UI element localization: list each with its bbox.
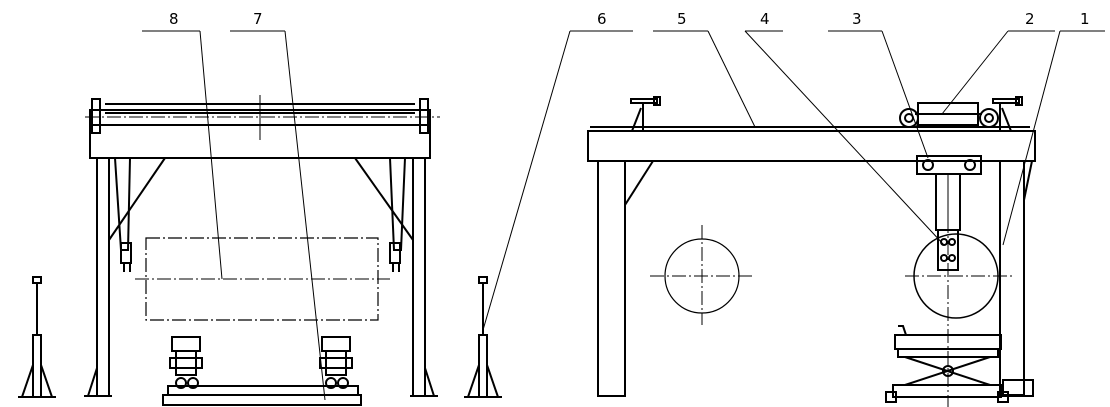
hoist-unit <box>899 102 999 128</box>
trolley-block <box>916 155 982 175</box>
front-jack-right <box>319 336 353 389</box>
callout-6: 6 <box>597 10 607 28</box>
front-jack-left <box>169 336 203 389</box>
callout-2: 2 <box>1025 10 1035 28</box>
callout-7: 7 <box>253 10 263 28</box>
callout-1: 1 <box>1080 10 1090 28</box>
side-right-leg <box>999 160 1025 396</box>
scissor-lift <box>885 325 1009 403</box>
side-view <box>587 96 1036 407</box>
callout-labels: 8 7 6 5 4 3 2 1 <box>169 10 1090 28</box>
callout-4: 4 <box>760 10 770 28</box>
front-hanger-left <box>113 157 132 251</box>
front-right-leg <box>412 157 426 397</box>
front-base-cart <box>162 394 362 406</box>
callout-5: 5 <box>677 10 687 28</box>
leader-lines <box>142 30 1105 401</box>
stand-far-left <box>18 276 56 398</box>
front-left-leg <box>96 157 110 397</box>
front-view <box>84 95 440 406</box>
callout-8: 8 <box>169 10 179 28</box>
side-top-beam <box>587 130 1036 162</box>
stand-item-6 <box>464 276 502 398</box>
callout-3: 3 <box>852 10 862 28</box>
front-top-post-right <box>419 98 429 134</box>
side-left-leg <box>597 160 626 397</box>
front-top-post-left <box>91 98 101 134</box>
front-hanger-right <box>388 157 407 251</box>
